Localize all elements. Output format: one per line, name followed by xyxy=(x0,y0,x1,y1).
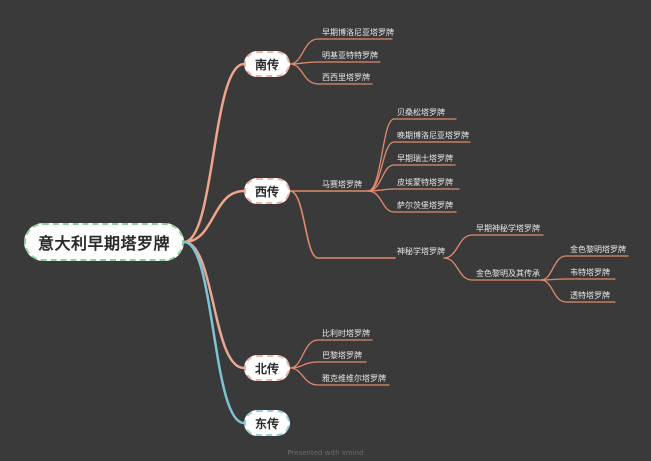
subtopic[interactable]: 透特塔罗牌 xyxy=(570,291,610,300)
subtopic[interactable]: 早期博洛尼亚塔罗牌 xyxy=(322,28,394,37)
connector-root-east xyxy=(182,240,246,425)
connector-occult-golden-dawn xyxy=(443,257,542,281)
subtopic[interactable]: 巴黎塔罗牌 xyxy=(322,351,362,360)
connector-south-leaf xyxy=(289,63,373,85)
subtopic[interactable]: 韦特塔罗牌 xyxy=(570,268,610,277)
subtopic[interactable]: 明基亚特特罗牌 xyxy=(322,51,378,60)
connector-south-leaf xyxy=(289,38,393,65)
connector-golden-dawn-leaf xyxy=(540,278,616,281)
xmind-watermark: Presented with xmind xyxy=(287,449,364,457)
connector-root-north xyxy=(182,240,246,370)
connector-occult-early xyxy=(443,234,544,259)
subtopic[interactable]: 早期瑞士塔罗牌 xyxy=(397,154,453,163)
connector-root-south xyxy=(182,62,246,244)
subtopic[interactable]: 西西里塔罗牌 xyxy=(322,73,370,82)
connector-west-occult xyxy=(289,190,396,259)
subtopic[interactable]: 萨尔茨堡塔罗牌 xyxy=(397,201,453,210)
connector-north-leaf xyxy=(289,339,373,369)
connector-marseille-leaf xyxy=(367,141,471,192)
subtopic-golden-dawn[interactable]: 金色黎明及其传承 xyxy=(476,269,540,278)
connector-south-leaf xyxy=(289,61,381,65)
connector-golden-dawn-leaf xyxy=(540,279,616,303)
branch-topic-south[interactable]: 南传 xyxy=(244,51,290,77)
subtopic-marseille[interactable]: 马赛塔罗牌 xyxy=(322,180,362,189)
connector-north-leaf xyxy=(289,361,367,369)
connector-marseille-leaf xyxy=(367,118,457,192)
subtopic-occult[interactable]: 神秘学塔罗牌 xyxy=(397,247,445,256)
subtopic[interactable]: 雅克维维尔塔罗牌 xyxy=(322,374,386,383)
connector-marseille-leaf xyxy=(367,164,456,192)
connector-marseille-leaf xyxy=(367,188,460,192)
subtopic[interactable]: 皮埃蒙特塔罗牌 xyxy=(397,178,453,187)
connector-marseille-leaf xyxy=(367,190,457,213)
subtopic[interactable]: 金色黎明塔罗牌 xyxy=(570,245,626,254)
subtopic[interactable]: 早期神秘学塔罗牌 xyxy=(476,224,540,233)
root-topic[interactable]: 意大利早期塔罗牌 xyxy=(24,223,184,261)
subtopic[interactable]: 比利时塔罗牌 xyxy=(322,329,370,338)
subtopic[interactable]: 晚期博洛尼亚塔罗牌 xyxy=(397,131,469,140)
connector-north-leaf xyxy=(289,367,390,386)
subtopic[interactable]: 贝桑松塔罗牌 xyxy=(397,108,445,117)
branch-topic-east[interactable]: 东传 xyxy=(244,410,290,436)
connector-root-west xyxy=(182,189,246,244)
branch-topic-west[interactable]: 西传 xyxy=(244,178,290,204)
branch-topic-north[interactable]: 北传 xyxy=(244,355,290,381)
connector-golden-dawn-leaf xyxy=(540,255,629,281)
